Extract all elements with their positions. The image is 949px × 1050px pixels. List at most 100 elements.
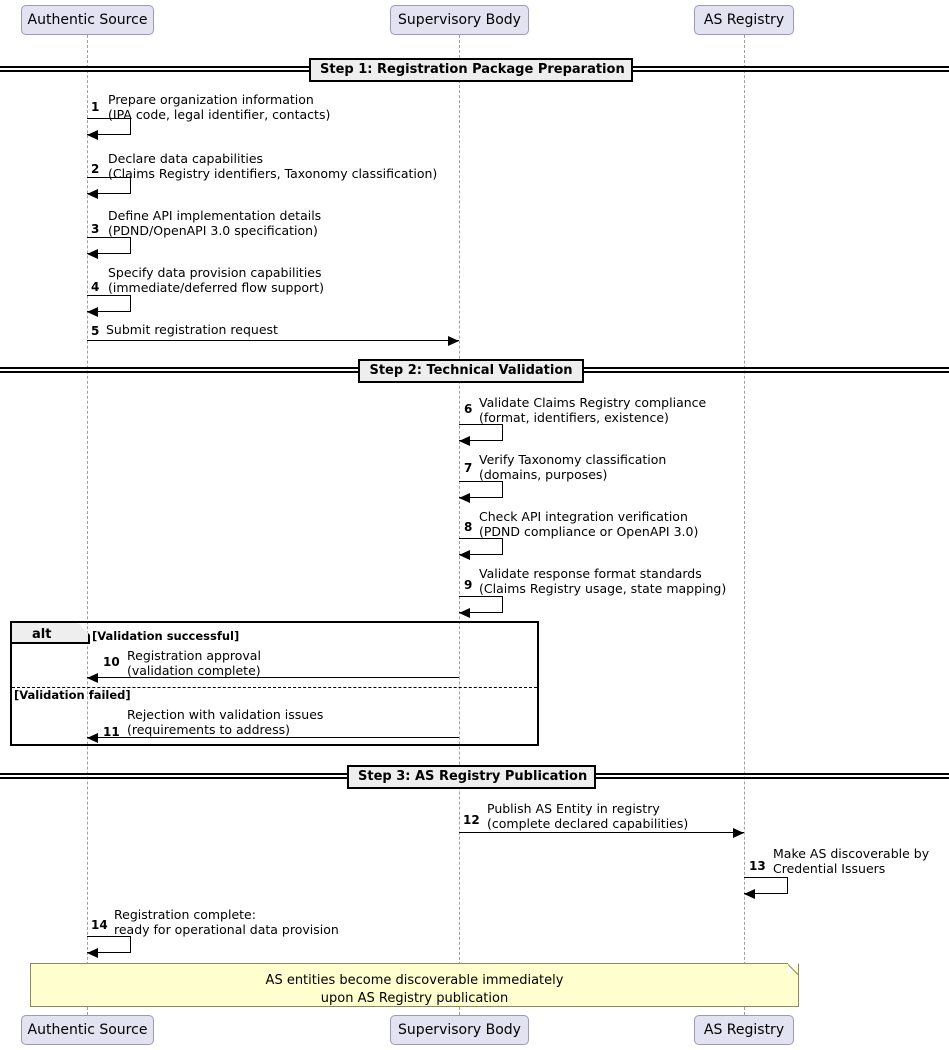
message-arrow-line (87, 340, 459, 341)
message-label-line: (IPA code, legal identifier, contacts) (108, 106, 331, 122)
alt-fragment (10, 621, 539, 746)
message-label-line: (immediate/deferred flow support) (108, 279, 324, 295)
alt-branch-separator (12, 687, 537, 688)
message-number: 3 (91, 222, 100, 236)
lifeline-authentic-source (87, 35, 88, 1015)
message-number: 14 (91, 918, 108, 932)
participant-bottom-supervisory-body: Supervisory Body (390, 1015, 529, 1045)
arrowhead-left-icon (459, 550, 470, 560)
message-label-line: Rejection with validation issues (127, 707, 324, 722)
message-label-line: (complete declared capabilities) (487, 815, 689, 831)
message-label-line: (PDND compliance or OpenAPI 3.0) (479, 523, 699, 539)
diagram-note: AS entities become discoverable immediat… (30, 963, 799, 1007)
message-number: 13 (749, 859, 766, 873)
message-label: Validate Claims Registry compliance(form… (479, 395, 707, 425)
message-label-line: Registration complete: (114, 907, 256, 922)
arrowhead-left-icon (459, 493, 470, 503)
participant-top-supervisory-body: Supervisory Body (390, 5, 529, 35)
arrowhead-left-icon (87, 130, 98, 140)
message-label: Declare data capabilities(Claims Registr… (108, 151, 438, 181)
arrowhead-left-icon (87, 307, 98, 317)
alt-fragment-label: alt (32, 627, 52, 642)
message-label-line: Declare data capabilities (108, 151, 264, 166)
message-number: 6 (464, 402, 473, 416)
arrowhead-left-icon (87, 733, 98, 743)
lifeline-as-registry (744, 35, 745, 1015)
message-label-line: (Claims Registry usage, state mapping) (479, 580, 727, 596)
self-message-loop (87, 936, 131, 953)
self-message-loop (87, 118, 131, 135)
message-number: 9 (464, 578, 473, 592)
message-number: 7 (464, 461, 473, 475)
message-label-line: (PDND/OpenAPI 3.0 specification) (108, 222, 318, 238)
divider-label-step-2: Step 2: Technical Validation (358, 359, 584, 383)
message-label: Check API integration verification(PDND … (479, 509, 699, 539)
message-label: Validate response format standards(Claim… (479, 566, 727, 596)
alt-guard-condition: [Validation successful] (92, 629, 240, 643)
message-label-line: (domains, purposes) (479, 466, 608, 482)
arrowhead-right-icon (448, 336, 459, 346)
message-label-line: (requirements to address) (127, 721, 291, 737)
self-message-loop (87, 295, 131, 312)
arrowhead-left-icon (459, 608, 470, 618)
self-message-loop (87, 177, 131, 194)
self-message-loop (459, 481, 503, 498)
message-arrow-line (459, 832, 744, 833)
arrowhead-left-icon (744, 889, 755, 899)
message-label: Prepare organization information(IPA cod… (108, 92, 331, 122)
message-label-line: (Claims Registry identifiers, Taxonomy c… (108, 165, 438, 181)
message-label: Publish AS Entity in registry(complete d… (487, 801, 689, 831)
message-label: Define API implementation details(PDND/O… (108, 208, 322, 238)
message-label-line: (format, identifiers, existence) (479, 409, 669, 425)
participant-bottom-authentic-source: Authentic Source (21, 1015, 154, 1045)
arrowhead-left-icon (87, 189, 98, 199)
message-label: Submit registration request (106, 322, 278, 338)
message-label-line: ready for operational data provision (114, 921, 339, 937)
message-label-line: Validate Claims Registry compliance (479, 395, 707, 410)
message-number: 5 (91, 324, 100, 338)
message-label: Verify Taxonomy classification(domains, … (479, 452, 667, 482)
self-message-loop (459, 538, 503, 555)
self-message-loop (459, 596, 503, 613)
message-label-line: Specify data provision capabilities (108, 265, 322, 280)
message-number: 2 (91, 162, 100, 176)
participant-bottom-as-registry: AS Registry (694, 1015, 794, 1045)
divider-label-step-3: Step 3: AS Registry Publication (347, 765, 596, 789)
alt-guard-condition: [Validation failed] (14, 688, 131, 702)
message-label-line: Verify Taxonomy classification (479, 452, 667, 467)
participant-top-as-registry: AS Registry (694, 5, 794, 35)
message-label-line: Make AS discoverable by (773, 846, 930, 861)
arrowhead-right-icon (733, 828, 744, 838)
message-label-line: Registration approval (127, 648, 261, 663)
message-label-line: Define API implementation details (108, 208, 322, 223)
message-label-line: Prepare organization information (108, 92, 314, 107)
self-message-loop (87, 237, 131, 254)
arrowhead-left-icon (87, 673, 98, 683)
message-label-line: Validate response format standards (479, 566, 702, 581)
arrowhead-left-icon (459, 436, 470, 446)
message-arrow-line (87, 737, 459, 738)
message-label-line: (validation complete) (127, 662, 261, 678)
message-number: 8 (464, 520, 473, 534)
message-number: 1 (91, 100, 100, 114)
message-label: Registration complete:ready for operatio… (114, 907, 339, 937)
message-number: 4 (91, 280, 100, 294)
arrowhead-left-icon (87, 249, 98, 259)
divider-label-step-1: Step 1: Registration Package Preparation (309, 58, 633, 82)
self-message-loop (459, 424, 503, 441)
note-line: upon AS Registry publication (320, 991, 509, 1006)
message-label-line: Check API integration verification (479, 509, 688, 524)
self-message-loop (744, 877, 788, 894)
message-label: Specify data provision capabilities(imme… (108, 265, 324, 295)
message-label-line: Publish AS Entity in registry (487, 801, 660, 816)
lifeline-supervisory-body (459, 35, 460, 1015)
participant-top-authentic-source: Authentic Source (21, 5, 154, 35)
message-number: 10 (103, 655, 120, 669)
message-label: Registration approval(validation complet… (127, 648, 261, 678)
message-label: Rejection with validation issues(require… (127, 707, 324, 737)
note-line: AS entities become discoverable immediat… (265, 973, 564, 988)
message-number: 12 (463, 813, 480, 827)
message-number: 11 (103, 725, 120, 739)
message-label-line: Submit registration request (106, 322, 278, 337)
